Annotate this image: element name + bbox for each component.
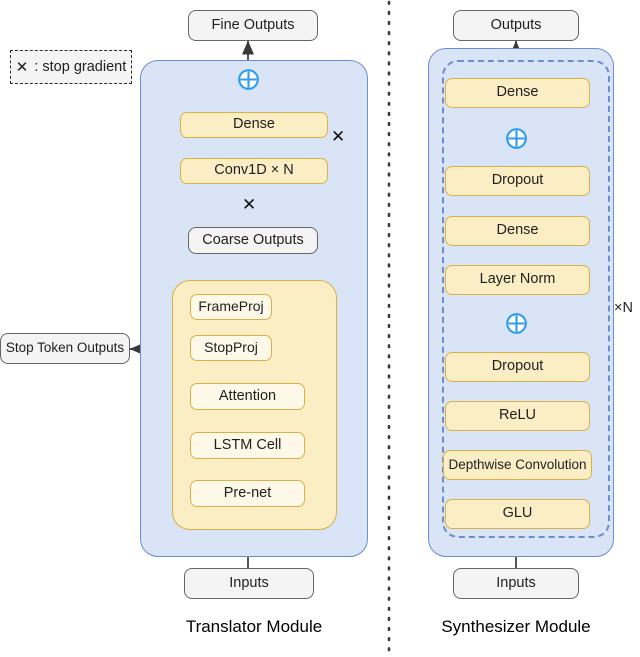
synthesizer-block-layer-norm[interactable]: Layer Norm <box>445 265 590 295</box>
synthesizer-residual-add-lower-icon <box>506 313 527 334</box>
synthesizer-outputs-box[interactable]: Outputs <box>453 10 579 41</box>
synthesizer-block-dense-top[interactable]: Dense <box>445 78 590 108</box>
translator-inputs-box[interactable]: Inputs <box>184 568 314 599</box>
legend-label: : stop gradient <box>34 59 127 75</box>
synthesizer-caption: Synthesizer Module <box>441 617 591 636</box>
translator-block-frameproj[interactable]: FrameProj <box>190 294 272 320</box>
translator-block-pre-net[interactable]: Pre-net <box>190 480 305 507</box>
synthesizer-block-glu[interactable]: GLU <box>445 499 590 529</box>
synthesizer-block-depthwise-convolution[interactable]: Depthwise Convolution <box>443 450 592 480</box>
translator-block-stopproj[interactable]: StopProj <box>190 335 272 361</box>
synthesizer-block-relu[interactable]: ReLU <box>445 401 590 431</box>
translator-block-attention[interactable]: Attention <box>190 383 305 410</box>
synthesizer-block-dropout-lower[interactable]: Dropout <box>445 352 590 382</box>
stop-gradient-x-icon: ✕ <box>15 59 29 76</box>
synthesizer-block-dropout-upper[interactable]: Dropout <box>445 166 590 196</box>
stop-gradient-mark-coarse-rail: ✕ <box>242 195 257 214</box>
translator-caption: Translator Module <box>185 617 323 636</box>
stop-token-outputs-box[interactable]: Stop Token Outputs <box>0 333 130 364</box>
fine-outputs-box[interactable]: Fine Outputs <box>188 10 318 41</box>
synthesizer-repeat-region <box>442 60 610 538</box>
coarse-outputs-box[interactable]: Coarse Outputs <box>188 227 318 254</box>
translator-block-conv1d[interactable]: Conv1D × N <box>180 158 328 184</box>
translator-block-dense[interactable]: Dense <box>180 112 328 138</box>
synthesizer-repeat-label: ×N <box>614 300 633 316</box>
stop-gradient-mark-dense-rail: ✕ <box>331 127 346 146</box>
synthesizer-block-dense-mid[interactable]: Dense <box>445 216 590 246</box>
synthesizer-inputs-box[interactable]: Inputs <box>453 568 579 599</box>
translator-block-lstm-cell[interactable]: LSTM Cell <box>190 432 305 459</box>
synthesizer-residual-add-upper-icon <box>506 128 527 149</box>
legend-stop-gradient: ✕ : stop gradient <box>10 50 132 84</box>
translator-residual-add-icon <box>238 69 259 90</box>
